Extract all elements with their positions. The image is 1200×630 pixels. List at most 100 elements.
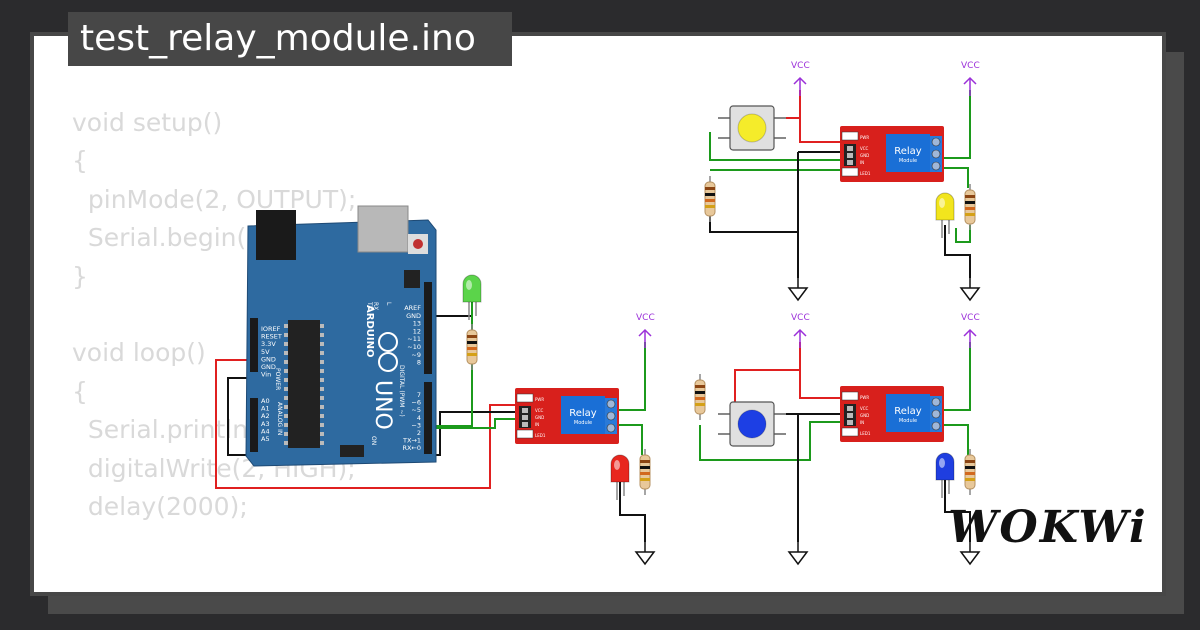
wire-res-pin bbox=[430, 363, 473, 427]
relay-pin bbox=[522, 415, 528, 420]
arduino-pin-label: GND bbox=[261, 363, 276, 371]
arduino-pin-label: 2 bbox=[417, 429, 421, 437]
arduino-pin-label: A5 bbox=[261, 435, 270, 443]
ground-triangle bbox=[787, 551, 809, 566]
resistor bbox=[704, 176, 716, 222]
mcu-pin bbox=[284, 396, 288, 400]
relay-pin-label: VCC bbox=[860, 146, 869, 151]
code-snippet: void setup(){ pinMode(2, OUTPUT); Serial… bbox=[72, 104, 356, 526]
code-line: delay(2000); bbox=[72, 492, 248, 522]
ground-symbol bbox=[787, 278, 809, 302]
relay-title: Relay bbox=[894, 146, 922, 157]
relay-terminal-screw bbox=[931, 397, 941, 407]
resistor bbox=[964, 449, 976, 495]
mcu-pin bbox=[320, 351, 324, 355]
resistor-band bbox=[695, 385, 705, 388]
resistor-band bbox=[965, 466, 975, 469]
code-line: { bbox=[72, 146, 88, 176]
mcu-pin bbox=[284, 441, 288, 445]
relay-led-label: PWR bbox=[860, 395, 869, 400]
resistor-band bbox=[467, 353, 477, 356]
relay-pin-label: VCC bbox=[535, 408, 544, 413]
vcc-label: VCC bbox=[961, 61, 980, 71]
digital-header-low bbox=[424, 382, 432, 454]
arduino-pin-label: GND bbox=[406, 312, 421, 320]
relay-pin-label: IN bbox=[535, 422, 539, 427]
arduino-pin-label: 4 bbox=[417, 414, 421, 422]
vcc-symbol: VCC bbox=[791, 313, 810, 348]
sketch-title: test_relay_module.ino bbox=[68, 12, 512, 66]
wire-vcc-relay bbox=[799, 118, 842, 143]
relay-pin bbox=[522, 408, 528, 413]
arduino-pin-label: AREF bbox=[404, 304, 421, 312]
relay-led-label: PWR bbox=[860, 135, 869, 140]
relay-pin-label: GND bbox=[860, 153, 869, 158]
resistor bbox=[466, 324, 478, 370]
relay-block bbox=[561, 396, 605, 434]
arduino-pin-label: GND bbox=[261, 355, 276, 363]
vcc-label: VCC bbox=[961, 313, 980, 323]
wire-no-vcc3 bbox=[942, 342, 971, 411]
mcu-pin bbox=[284, 423, 288, 427]
relay-terminal-screw bbox=[931, 409, 941, 419]
ground-triangle bbox=[787, 287, 809, 302]
wire-com-res3 bbox=[942, 424, 969, 455]
resistor-band bbox=[965, 213, 975, 216]
vcc-symbol: VCC bbox=[961, 61, 980, 96]
arduino-usb-port bbox=[357, 205, 409, 253]
relay-title: Relay bbox=[569, 408, 597, 419]
resistor bbox=[694, 374, 706, 420]
wire-led-gnd3 bbox=[944, 480, 971, 542]
arduino-pin-label: A4 bbox=[261, 427, 270, 435]
relay-block bbox=[886, 134, 930, 172]
analog-label: ANALOG IN bbox=[276, 402, 283, 435]
arduino-pin-label: 5V bbox=[261, 348, 270, 356]
ground-triangle bbox=[959, 287, 981, 302]
resistor-band bbox=[965, 472, 975, 475]
mcu-pin bbox=[320, 423, 324, 427]
arduino-pin-label: A1 bbox=[261, 405, 270, 413]
relay-terminal-screw bbox=[931, 137, 941, 147]
relay-led-label: LED1 bbox=[535, 433, 546, 438]
power-header bbox=[250, 318, 258, 372]
code-line: void loop() bbox=[72, 338, 206, 368]
mcu-pin bbox=[320, 333, 324, 337]
vcc-symbol: VCC bbox=[791, 61, 810, 96]
relay-pin bbox=[847, 413, 853, 418]
code-line: pinMode(2, OUTPUT); bbox=[72, 184, 357, 214]
relay-subtitle: Module bbox=[574, 420, 592, 426]
mcu-pin bbox=[320, 441, 324, 445]
arduino-pin-label: RX←0 bbox=[402, 444, 421, 452]
relay-pin-label: IN bbox=[860, 160, 864, 165]
relay-terminal-screw bbox=[931, 161, 941, 171]
relay-terminal-screw bbox=[931, 421, 941, 431]
ground-symbol bbox=[634, 542, 656, 566]
mcu-pin bbox=[284, 387, 288, 391]
wire-no-vcc bbox=[618, 342, 646, 411]
resistor-band bbox=[965, 460, 975, 463]
resistor-band bbox=[467, 347, 477, 350]
led bbox=[935, 452, 955, 498]
push-button bbox=[718, 105, 786, 151]
relay-led-1 bbox=[516, 429, 534, 439]
digital-label: DIGITAL (PWM ~) bbox=[398, 365, 405, 417]
led-body bbox=[935, 452, 955, 481]
button-cap bbox=[737, 409, 767, 439]
arduino-pin-label: RESET bbox=[261, 333, 282, 341]
wire-res-gnd bbox=[709, 215, 798, 233]
resistor bbox=[639, 449, 651, 495]
led-shine bbox=[466, 280, 472, 290]
ground-symbol bbox=[959, 542, 981, 566]
relay-pin bbox=[847, 153, 853, 158]
relay-pin-label: GND bbox=[535, 415, 544, 420]
resistor-band bbox=[640, 478, 650, 481]
mcu-pin bbox=[284, 324, 288, 328]
led-body bbox=[462, 274, 482, 303]
arduino-pin-label: TX→1 bbox=[402, 437, 421, 445]
mcu-pin bbox=[284, 333, 288, 337]
relay-led-pwr bbox=[841, 131, 859, 141]
arduino-model: UNO bbox=[370, 380, 395, 430]
relay-terminal-screw bbox=[931, 149, 941, 159]
